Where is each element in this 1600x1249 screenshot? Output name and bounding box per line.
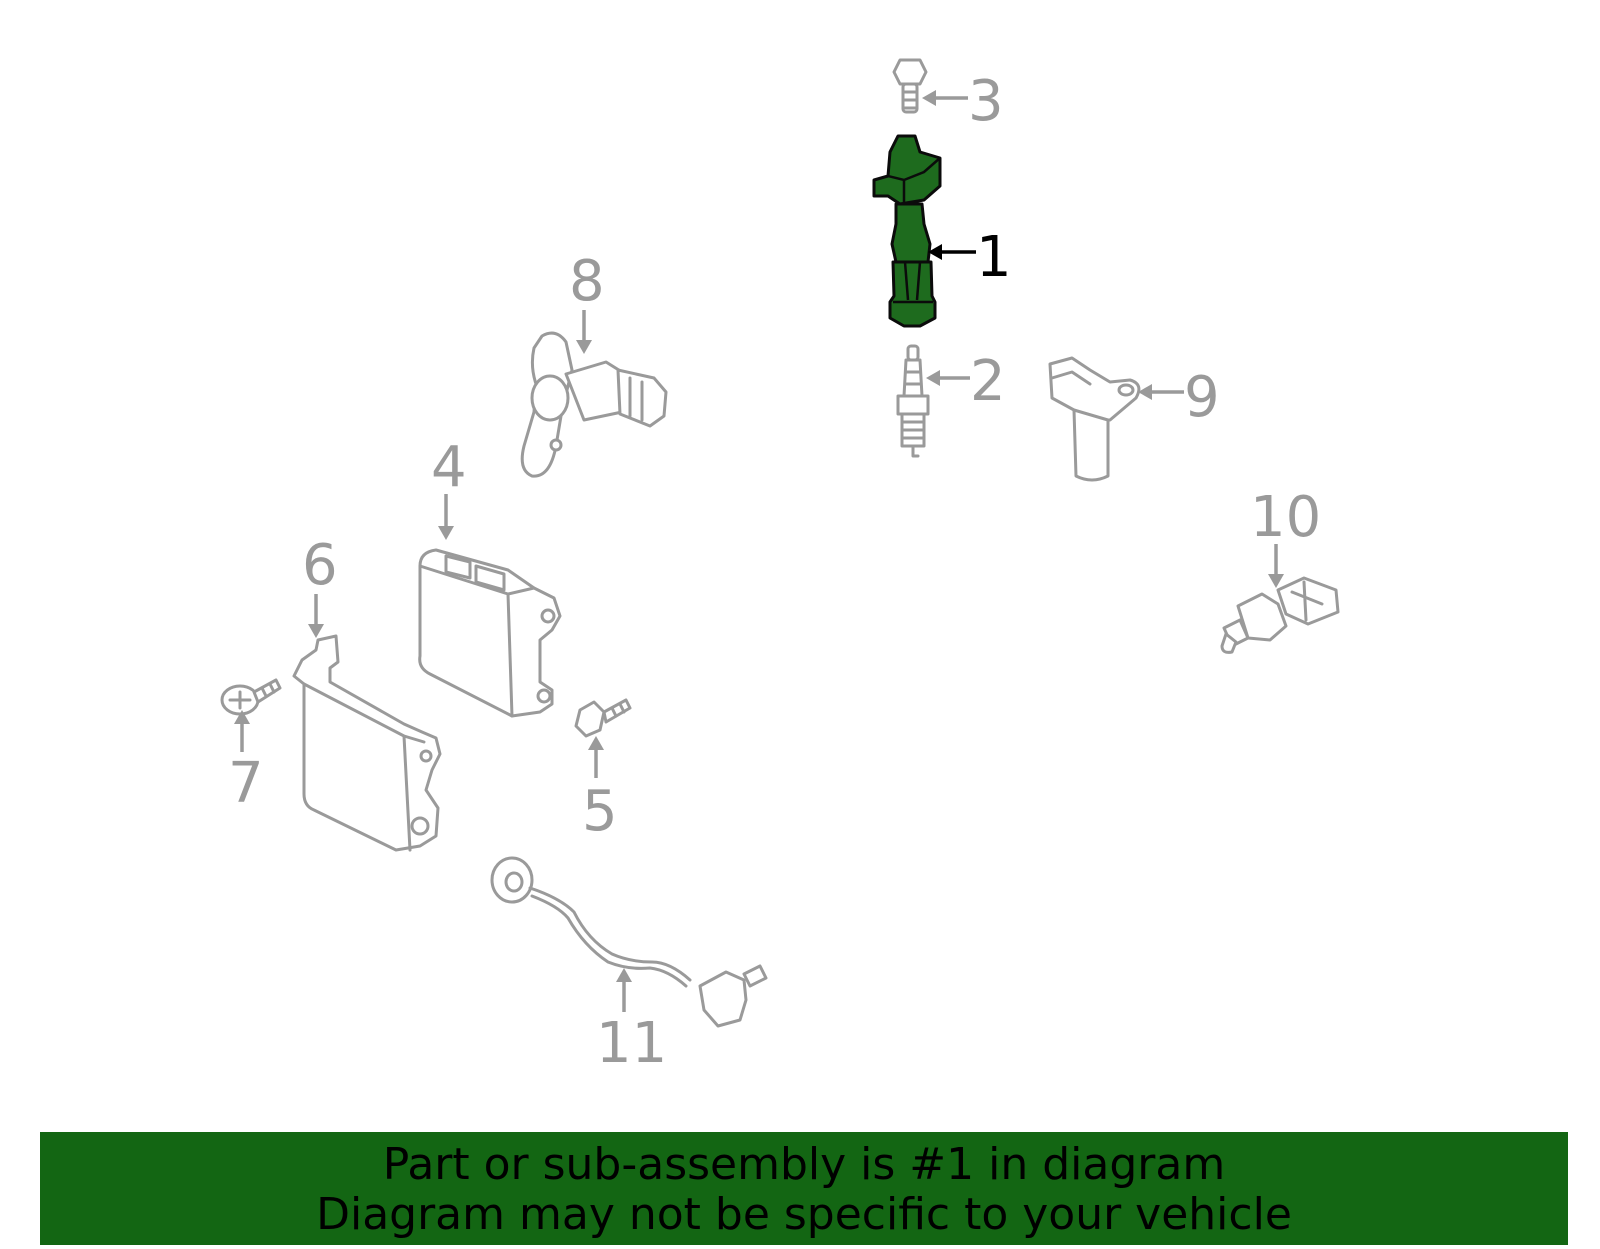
part-11-knock-sensor[interactable] — [490, 856, 768, 1028]
banner-line-disclaimer: Diagram may not be specific to your vehi… — [316, 1189, 1292, 1240]
part-9-crank-sensor[interactable] — [1048, 356, 1141, 482]
part-4-ecu[interactable] — [418, 548, 562, 718]
callout-5[interactable]: 5 — [582, 779, 618, 844]
callout-6[interactable]: 6 — [302, 533, 338, 598]
part-3-bolt[interactable] — [892, 58, 928, 114]
callout-2[interactable]: 2 — [970, 349, 1006, 414]
callout-arrow-4 — [438, 494, 454, 540]
callout-arrow-11 — [616, 968, 632, 1012]
callout-arrow-5 — [588, 736, 604, 778]
callout-arrow-3 — [922, 90, 968, 106]
part-7-screw[interactable] — [220, 678, 282, 716]
callout-4[interactable]: 4 — [431, 435, 467, 500]
banner-line-part: Part or sub-assembly is #1 in diagram — [382, 1139, 1226, 1190]
callout-arrow-8 — [576, 310, 592, 354]
callout-11[interactable]: 11 — [596, 1011, 667, 1076]
callout-7[interactable]: 7 — [228, 751, 264, 816]
callout-9[interactable]: 9 — [1184, 365, 1220, 430]
part-5-bolt[interactable] — [574, 698, 632, 738]
callout-arrow-1 — [928, 244, 976, 260]
callout-1[interactable]: 1 — [976, 225, 1012, 290]
callout-3[interactable]: 3 — [968, 69, 1004, 134]
part-1-ignition-coil[interactable] — [872, 134, 942, 328]
callout-arrow-7 — [234, 710, 250, 752]
callout-10[interactable]: 10 — [1250, 485, 1321, 550]
part-6-bracket[interactable] — [292, 634, 442, 852]
callout-8[interactable]: 8 — [569, 249, 605, 314]
part-2-spark-plug[interactable] — [896, 344, 930, 458]
info-banner: Part or sub-assembly is #1 in diagram Di… — [40, 1132, 1568, 1245]
part-8-camshaft-sensor[interactable] — [520, 331, 668, 478]
callout-arrow-10 — [1268, 544, 1284, 588]
callout-arrow-6 — [308, 594, 324, 638]
callout-arrow-2 — [926, 370, 970, 386]
part-10-temp-sensor[interactable] — [1220, 576, 1340, 654]
callout-arrow-9 — [1138, 384, 1184, 400]
